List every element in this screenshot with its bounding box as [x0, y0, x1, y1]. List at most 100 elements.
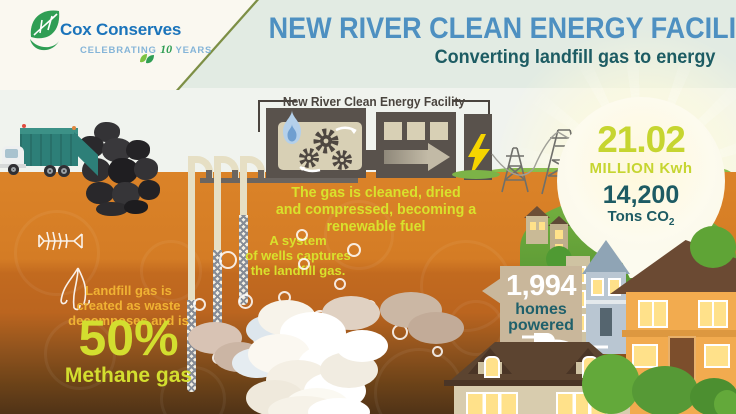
- gas-bubble: [334, 278, 346, 290]
- small-house: [526, 216, 548, 244]
- landfill-line-2: created as waste: [76, 298, 181, 313]
- gas-bubble: [193, 298, 206, 311]
- ground-doodle: [140, 240, 202, 302]
- trash-bag: [134, 158, 158, 180]
- ground-doodle: [14, 210, 100, 296]
- truck-light: [22, 124, 26, 128]
- trash-bag: [108, 158, 138, 184]
- trash-bag: [86, 182, 114, 204]
- house-window: [698, 300, 728, 328]
- co2-unit: Tons CO2: [607, 208, 675, 229]
- gas-cloud-puff: [308, 398, 370, 414]
- small-house-roof: [548, 216, 570, 226]
- fishbone-doodle: [38, 231, 83, 251]
- ground-doodle: [324, 200, 394, 270]
- house-window: [632, 344, 658, 368]
- gas-bubble: [298, 258, 310, 270]
- truck-window: [5, 149, 18, 158]
- methane-percentage: 50%: [78, 310, 179, 366]
- tagline-years-word: YEARS: [175, 45, 213, 56]
- gears-icon: [299, 126, 357, 173]
- wells-text: A system of wells captures the landfill …: [236, 233, 360, 278]
- homes-value: 1,994: [505, 270, 577, 302]
- brand-name: Cox Conserves: [60, 20, 182, 39]
- co2-subscript: 2: [668, 217, 675, 228]
- cleaned-line-3: renewable fuel: [326, 218, 426, 235]
- energy-value: 21.02: [597, 119, 686, 160]
- landfill-line-1: Landfill gas is: [85, 283, 172, 298]
- cleaned-line-2: and compressed, becoming a: [275, 201, 477, 218]
- orange-house-trim: [622, 330, 736, 337]
- cleaned-gas-text: The gas is cleaned, dried and compressed…: [275, 184, 476, 235]
- ground-doodle: [44, 318, 116, 390]
- homes-label-1: homes: [515, 301, 567, 318]
- bulb-stats: 21.02 MILLION Kwh 14,200 Tons CO2: [556, 120, 726, 231]
- truck-wheel: [8, 164, 19, 175]
- well-connector: [206, 170, 212, 182]
- well-screen: [239, 215, 248, 305]
- homes-label-2: powered: [508, 317, 574, 334]
- tagline-years-number: 10: [160, 42, 173, 56]
- facility-window: [430, 122, 448, 140]
- truck-body: [20, 128, 78, 166]
- wells-line-1: A system: [269, 233, 327, 248]
- gas-manifold-pipe: [200, 178, 358, 183]
- gas-cloud-puff: [336, 330, 388, 362]
- grass-tuft: [452, 170, 500, 179]
- facility-label: New River Clean Energy Facility: [282, 94, 466, 109]
- truck-wheel: [44, 165, 56, 177]
- well-connector: [232, 170, 238, 182]
- gas-bubble: [296, 229, 308, 241]
- well-connector: [258, 170, 264, 182]
- well-cane: [240, 156, 265, 179]
- house-window: [638, 300, 668, 328]
- gas-bubble: [432, 346, 443, 357]
- gas-cloud-puff: [408, 312, 464, 344]
- methane-label: Methane gas: [64, 364, 193, 387]
- victorian-door: [600, 308, 612, 336]
- power-arrow-head: [428, 143, 450, 171]
- tagline-celebrating: CELEBRATING: [80, 45, 157, 56]
- landfill-line-3: decomposes and is: [68, 313, 189, 328]
- facility-window: [384, 122, 402, 140]
- small-house-window: [539, 222, 545, 230]
- homes-callout-arrow: [482, 278, 501, 304]
- well-screen: [213, 250, 222, 350]
- house-window: [591, 278, 604, 296]
- power-arrow-shaft: [384, 150, 428, 164]
- banana-peel-doodle: [60, 267, 90, 311]
- facility-window: [407, 122, 425, 140]
- page-title: NEW RIVER CLEAN ENERGY FACILITY: [268, 12, 736, 45]
- well-pipe: [214, 160, 221, 253]
- trash-bag: [96, 202, 128, 216]
- small-house-window: [530, 222, 536, 230]
- gas-bubble: [347, 243, 361, 257]
- co2-value: 14,200: [602, 181, 680, 209]
- front-house-eave: [444, 380, 640, 386]
- facility-connector: [364, 150, 378, 170]
- truck-wheel: [58, 165, 70, 177]
- lightning-bolt-icon: [468, 134, 490, 177]
- truck-light: [72, 126, 76, 130]
- gas-bubble: [238, 294, 253, 309]
- energy-unit: MILLION Kwh: [589, 160, 693, 177]
- small-leaves-icon: [140, 54, 154, 64]
- well-cane: [214, 156, 239, 179]
- trash-bag: [94, 122, 120, 142]
- bush: [632, 366, 698, 414]
- flame-icon: [283, 110, 301, 144]
- trash-bag: [126, 140, 150, 160]
- dormer-window: [484, 356, 500, 378]
- brand-tagline: CELEBRATING 10 YEARS: [80, 42, 212, 57]
- cox-leaf-icon: [30, 10, 60, 51]
- gas-bubble: [219, 251, 237, 269]
- wells-line-2: of wells captures: [245, 248, 351, 263]
- well-pipe: [188, 160, 195, 303]
- page-subtitle: Converting landfill gas to energy: [434, 47, 716, 68]
- trash-bag: [138, 180, 160, 200]
- house-window: [466, 392, 518, 414]
- label-bracket-left: [258, 100, 296, 132]
- well-cane: [188, 156, 213, 179]
- trash-bag: [124, 200, 148, 214]
